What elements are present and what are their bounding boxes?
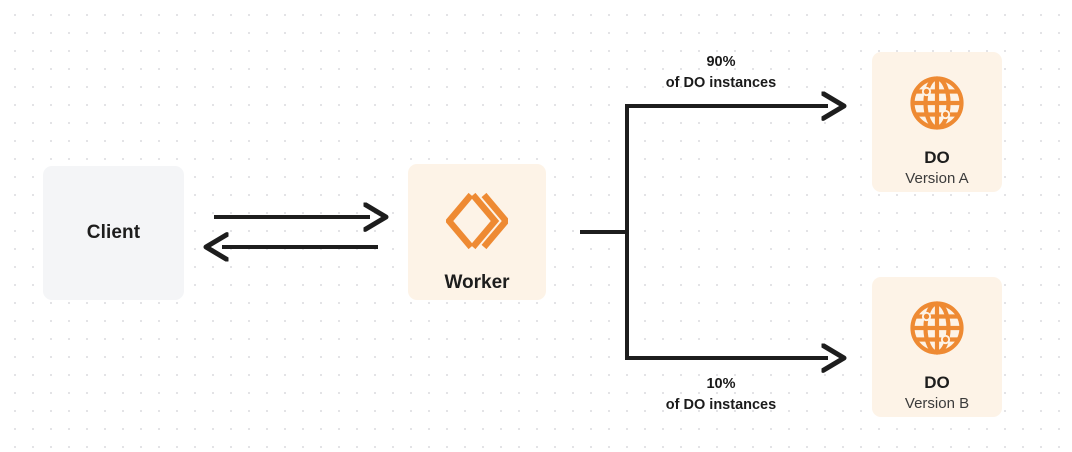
- do-a-label: DO: [924, 148, 950, 167]
- worker-label: Worker: [444, 272, 510, 293]
- do-a-sublabel: Version A: [905, 170, 969, 188]
- node-worker[interactable]: Worker: [408, 164, 546, 300]
- do-b-sublabel: Version B: [904, 395, 970, 413]
- edge-label-do-a: 90% of DO instances: [619, 52, 823, 94]
- globe-icon: [908, 74, 966, 132]
- workers-logo-icon: [446, 192, 508, 250]
- edge-label-do-b: 10% of DO instances: [619, 374, 823, 416]
- client-label: Client: [86, 222, 141, 243]
- edge-label-do-a-percent: 90%: [706, 54, 736, 70]
- edge-label-do-b-caption: of DO instances: [665, 397, 777, 414]
- edge-label-do-a-caption: of DO instances: [665, 75, 777, 92]
- do-b-label: DO: [924, 373, 950, 392]
- node-do-version-b[interactable]: DO Version B: [872, 277, 1002, 417]
- node-do-version-a[interactable]: DO Version A: [872, 52, 1002, 192]
- node-client[interactable]: Client: [43, 166, 184, 300]
- edge-label-do-b-percent: 10%: [706, 376, 736, 392]
- globe-icon: [908, 299, 966, 357]
